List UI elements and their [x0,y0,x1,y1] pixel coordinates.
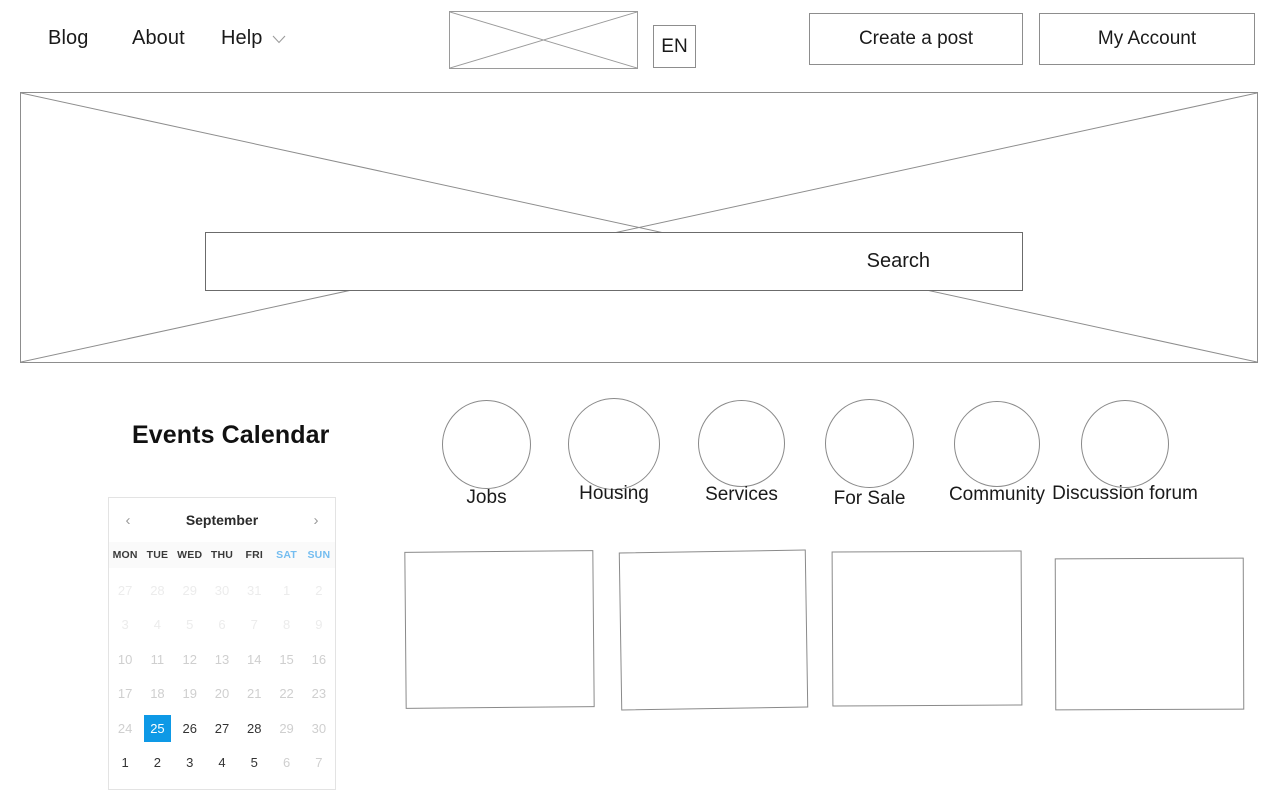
nav-link-help[interactable]: Help [221,27,263,49]
content-card-1[interactable] [404,550,595,709]
calendar-day[interactable]: 11 [150,651,165,667]
category-label: Housing [579,483,649,504]
calendar-day[interactable]: 19 [182,686,197,702]
chevron-down-icon[interactable] [272,35,286,44]
calendar-day[interactable]: 1 [121,755,129,771]
category-circle [1081,400,1169,488]
category-label: Services [705,484,778,505]
calendar-day[interactable]: 31 [247,582,262,598]
category-for-sale[interactable]: For Sale [825,399,914,509]
calendar-day[interactable]: 6 [218,617,226,633]
calendar-day[interactable]: 28 [150,582,165,598]
calendar-month-label: September [185,512,259,528]
content-card-3[interactable] [831,550,1023,707]
calendar-day[interactable]: 5 [186,617,194,633]
calendar-day[interactable]: 27 [214,720,230,736]
calendar-weekday-wed: WED [177,549,203,561]
calendar-header: ‹ September › [109,498,335,542]
calendar-day[interactable]: 13 [214,651,230,667]
calendar-day[interactable]: 18 [150,686,165,702]
calendar-day[interactable]: 10 [117,651,133,667]
category-housing[interactable]: Housing [568,398,660,508]
category-circle [825,399,914,488]
chevron-left-icon[interactable]: ‹ [125,511,131,529]
calendar-weekday-mon: MON [112,549,138,561]
nav-link-about[interactable]: About [132,27,185,49]
content-card-4[interactable] [1054,557,1245,711]
search-bar[interactable] [205,232,1023,291]
calendar-day[interactable]: 12 [182,651,197,667]
calendar-day[interactable]: 27 [117,582,133,598]
category-circle [698,400,785,487]
category-label: For Sale [833,488,906,509]
calendar-day[interactable]: 22 [279,686,294,702]
calendar-day[interactable]: 29 [182,582,197,598]
calendar-day-selected[interactable]: 25 [143,714,171,742]
calendar-day[interactable]: 8 [282,617,291,633]
category-label: Jobs [466,487,507,508]
search-input[interactable] [206,250,930,273]
calendar-weekday-tue: TUE [146,549,169,561]
calendar-day[interactable]: 14 [247,651,262,667]
content-card-2[interactable] [618,549,809,711]
calendar-day[interactable]: 29 [279,720,294,736]
category-community[interactable]: Community [949,401,1045,511]
language-selector[interactable]: EN [653,25,696,68]
chevron-right-icon[interactable]: › [313,511,319,529]
calendar-day[interactable]: 9 [315,617,323,633]
category-services[interactable]: Services [698,400,785,510]
calendar-weekday-sun: SUN [307,549,331,561]
calendar-day[interactable]: 16 [311,651,327,667]
calendar-day[interactable]: 30 [214,582,230,598]
calendar-day[interactable]: 3 [121,617,129,633]
calendar-day[interactable]: 20 [214,686,230,702]
nav-link-blog[interactable]: Blog [48,27,89,49]
calendar-day[interactable]: 3 [186,755,194,771]
calendar-day[interactable]: 23 [311,686,327,702]
calendar-day[interactable]: 25 [141,711,173,746]
calendar-day[interactable]: 30 [311,720,327,736]
events-calendar-title: Events Calendar [132,421,330,449]
my-account-button[interactable]: My Account [1039,13,1255,65]
calendar-weekday-fri: FRI [245,549,264,561]
calendar-day[interactable]: 28 [247,720,262,736]
category-label: Community [948,484,1046,505]
calendar-day[interactable]: 24 [117,720,133,736]
calendar-day[interactable]: 26 [182,720,197,736]
category-circle [442,400,531,489]
calendar-day[interactable]: 1 [282,582,291,598]
calendar-day[interactable]: 5 [250,755,258,771]
calendar-day[interactable]: 7 [315,755,323,771]
calendar-day[interactable]: 21 [247,686,262,702]
category-label: Discussion forum [1052,483,1198,504]
calendar-day[interactable]: 2 [153,755,162,771]
category-discussion-forum[interactable]: Discussion forum [1052,400,1198,510]
calendar-day[interactable]: 2 [315,582,323,598]
category-jobs[interactable]: Jobs [442,400,531,510]
calendar-weekday-thu: THU [210,549,234,561]
calendar-day[interactable]: 15 [279,651,294,667]
calendar-day[interactable]: 4 [218,755,226,771]
logo-placeholder[interactable] [449,11,638,69]
create-post-button[interactable]: Create a post [809,13,1023,65]
hero-image-placeholder [20,92,1258,363]
calendar-weekday-sat: SAT [276,549,297,561]
category-circle [954,401,1040,487]
category-circle [568,398,660,490]
calendar-weekday-header: MON TUE WED THU FRI SAT SUN [109,542,335,568]
calendar-day[interactable]: 6 [282,755,291,771]
calendar-day[interactable]: 17 [117,686,133,702]
calendar-day[interactable]: 4 [153,617,162,633]
calendar-day[interactable]: 7 [250,617,258,633]
